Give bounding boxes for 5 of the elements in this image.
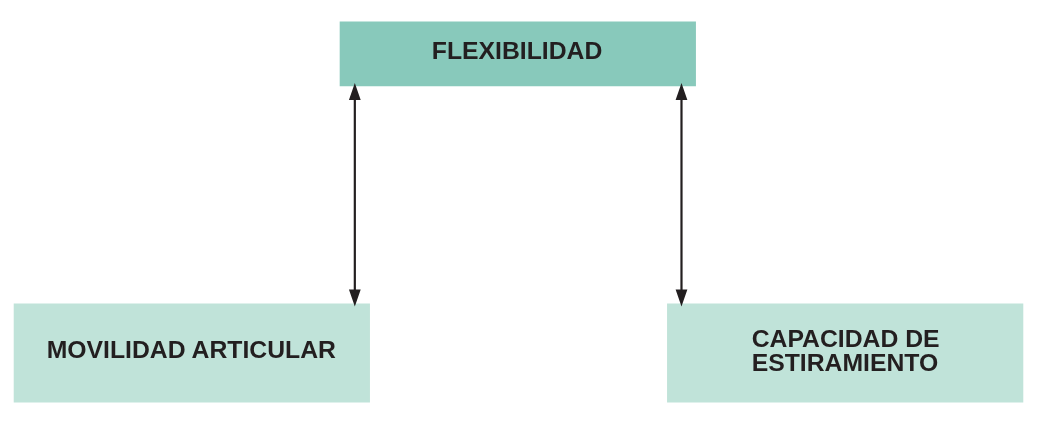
node-box: FLEXIBILIDAD [339,21,696,86]
node-box: CAPACIDAD DE ESTIRAMIENTO [667,302,1024,402]
node-box: MOVILIDAD ARTICULAR [13,302,370,402]
arrow [675,82,688,306]
arrow [348,82,361,306]
